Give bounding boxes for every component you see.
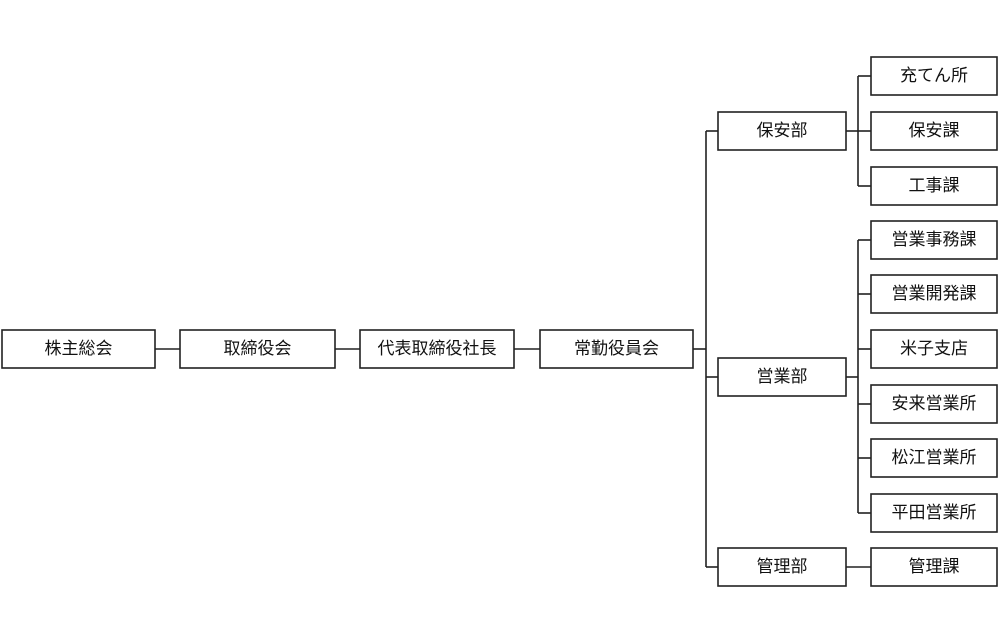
dept-security-box [717, 111, 847, 151]
dept-sales-box [717, 357, 847, 397]
section-construction: 工事課 [870, 166, 998, 206]
node-executive-label: 常勤役員会 [574, 339, 659, 359]
section-sales-dev: 営業開発課 [870, 274, 998, 314]
section-matsue-box [870, 438, 998, 478]
section-yonago: 米子支店 [870, 329, 998, 369]
section-construction-box [870, 166, 998, 206]
section-security-section-label: 保安課 [909, 121, 960, 141]
node-board-label: 取締役会 [224, 339, 292, 359]
section-yonago-label: 米子支店 [900, 339, 968, 359]
node-president-label: 代表取締役社長 [378, 339, 497, 359]
node-president: 代表取締役社長 [359, 329, 515, 369]
section-yasugi-box [870, 384, 998, 424]
section-hirata-label: 平田営業所 [892, 503, 977, 523]
section-management-section-box [870, 547, 998, 587]
section-sales-dev-label: 営業開発課 [892, 284, 977, 304]
node-executive: 常勤役員会 [539, 329, 694, 369]
section-sales-admin: 営業事務課 [870, 220, 998, 260]
section-filling-label: 充てん所 [900, 66, 968, 86]
section-yasugi-label: 安来営業所 [892, 394, 977, 414]
dept-sales-label: 営業部 [757, 367, 808, 387]
section-sales-admin-label: 営業事務課 [892, 230, 977, 250]
section-matsue: 松江営業所 [870, 438, 998, 478]
section-management-section-label: 管理課 [909, 557, 960, 577]
section-security-section-box [870, 111, 998, 151]
node-executive-box [539, 329, 694, 369]
dept-sales: 営業部 [717, 357, 847, 397]
section-hirata-box [870, 493, 998, 533]
section-sales-dev-box [870, 274, 998, 314]
section-filling-box [870, 56, 998, 96]
dept-management-label: 管理部 [757, 557, 808, 577]
section-yonago-box [870, 329, 998, 369]
dept-security: 保安部 [717, 111, 847, 151]
section-construction-label: 工事課 [909, 176, 960, 196]
dept-security-label: 保安部 [757, 121, 808, 141]
node-shareholders-box [1, 329, 156, 369]
section-security-section: 保安課 [870, 111, 998, 151]
node-shareholders: 株主総会 [1, 329, 156, 369]
section-sales-admin-box [870, 220, 998, 260]
node-shareholders-label: 株主総会 [45, 339, 113, 359]
dept-management: 管理部 [717, 547, 847, 587]
section-yasugi: 安来営業所 [870, 384, 998, 424]
section-hirata: 平田営業所 [870, 493, 998, 533]
node-board: 取締役会 [179, 329, 336, 369]
section-management-section: 管理課 [870, 547, 998, 587]
section-matsue-label: 松江営業所 [892, 448, 977, 468]
dept-management-box [717, 547, 847, 587]
node-board-box [179, 329, 336, 369]
connectors [155, 75, 871, 568]
section-filling: 充てん所 [870, 56, 998, 96]
node-president-box [359, 329, 515, 369]
